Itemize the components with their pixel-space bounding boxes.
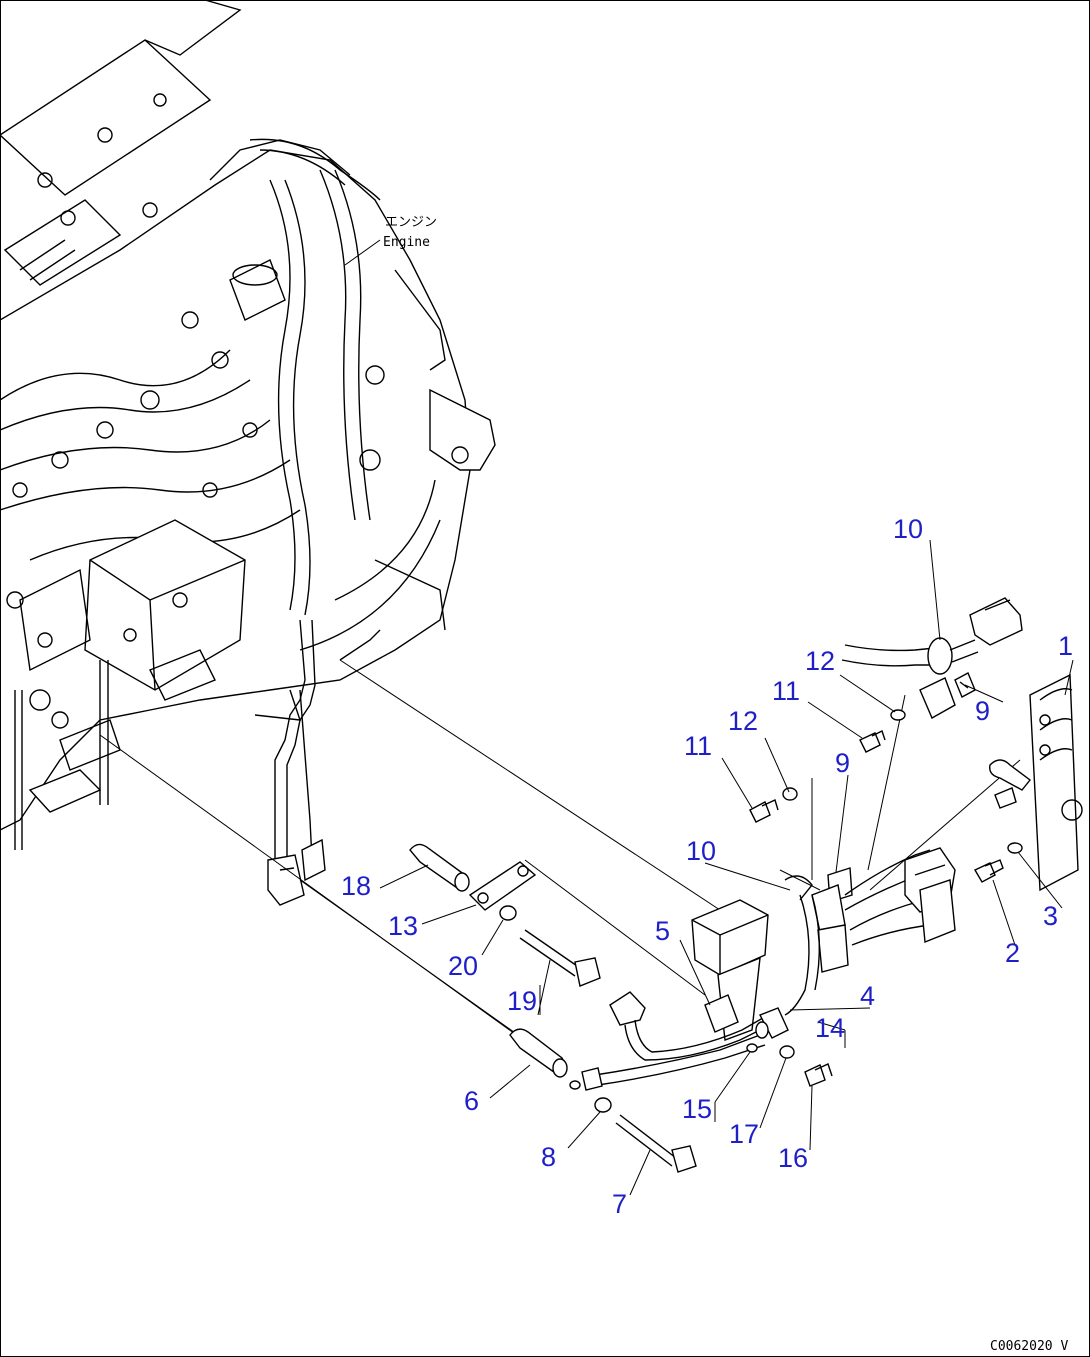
part-2-bolt — [974, 859, 1004, 883]
engine-label-en: Engine — [383, 235, 430, 250]
drawing-code: C0062020 V — [990, 1339, 1068, 1354]
part-19-bolt — [519, 929, 601, 987]
part-9-clip-upper — [959, 681, 969, 689]
part-9-bracket-lower — [811, 867, 853, 973]
callout-11: 11 — [772, 676, 800, 706]
callout-14: 14 — [815, 1013, 845, 1043]
part-8-washer — [569, 1080, 612, 1113]
ground-strap — [989, 759, 1031, 809]
part-3-washer — [1007, 842, 1023, 854]
callout-leaders — [344, 239, 1074, 1196]
callout-2: 2 — [1005, 938, 1020, 968]
part-10-sensor-upper — [841, 597, 1023, 719]
part-12-washer-lower — [782, 787, 798, 801]
engine-label: エンジン Engine — [383, 215, 437, 250]
part-13-plate — [468, 861, 537, 911]
callout-19: 19 — [507, 986, 537, 1016]
callout-11: 11 — [684, 731, 712, 761]
part-17-washer — [779, 1045, 795, 1059]
sensor-harness — [844, 847, 956, 946]
callout-6: 6 — [464, 1086, 479, 1116]
part-1-clip-bracket — [1029, 673, 1083, 892]
callout-8: 8 — [541, 1142, 556, 1172]
callout-9: 9 — [975, 696, 990, 726]
part-12-washer-upper — [890, 709, 906, 721]
callout-4: 4 — [860, 981, 875, 1011]
callout-16: 16 — [778, 1143, 808, 1173]
part-5-relay — [691, 899, 769, 1041]
callout-18: 18 — [341, 871, 371, 901]
callout-10: 10 — [893, 514, 923, 544]
callout-12: 12 — [805, 646, 835, 676]
callout-1: 1 — [1058, 631, 1073, 661]
callout-20: 20 — [448, 951, 478, 981]
engine-harness — [267, 619, 326, 906]
part-15-clip — [746, 1043, 758, 1053]
engine-illustration — [0, 0, 496, 850]
part-4-harness — [581, 991, 789, 1091]
part-16-bolt — [804, 1063, 833, 1087]
callout-9: 9 — [835, 748, 850, 778]
part-6-spacer — [509, 1028, 568, 1078]
callout-3: 3 — [1043, 901, 1058, 931]
part-11-bolt-upper — [859, 730, 886, 753]
callout-12: 12 — [728, 706, 758, 736]
callout-10: 10 — [686, 836, 716, 866]
part-20-washer — [499, 905, 517, 921]
callout-17: 17 — [729, 1119, 759, 1149]
callout-7: 7 — [612, 1189, 627, 1219]
engine-label-jp: エンジン — [385, 215, 437, 230]
leader-lines — [99, 659, 1021, 1071]
part-11-bolt-lower — [749, 799, 779, 823]
callout-15: 15 — [682, 1094, 712, 1124]
part-18-spacer — [409, 843, 470, 892]
callout-13: 13 — [388, 911, 418, 941]
callout-5: 5 — [655, 916, 670, 946]
part-7-bolt — [615, 1114, 697, 1173]
part-14-clip — [755, 1021, 769, 1039]
